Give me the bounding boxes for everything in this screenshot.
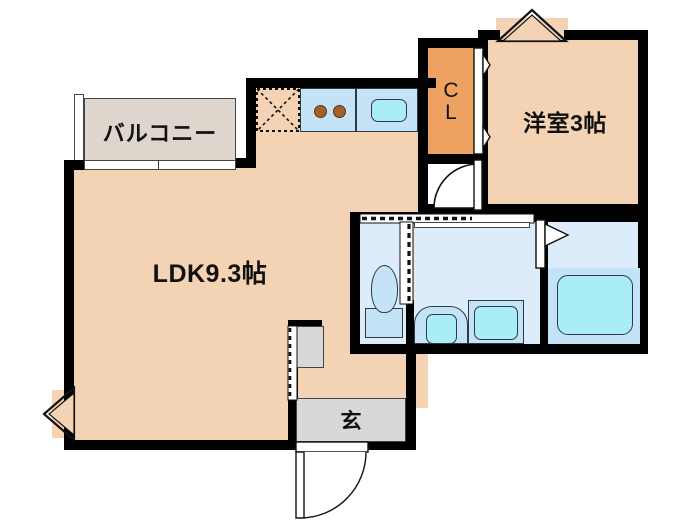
wall-bedroom-top-right <box>564 30 648 40</box>
wall-wet-bottom <box>350 344 648 354</box>
stove-burner-left <box>314 105 327 118</box>
wall-closet-top <box>418 38 488 48</box>
wall-bath-divider-low <box>540 268 548 344</box>
ldk-label: LDK9.3帖 <box>152 260 268 288</box>
wall-ldk-corridor <box>288 398 298 450</box>
bathtub <box>557 275 633 335</box>
bedroom-floor <box>488 38 640 213</box>
wall-closet-bottom <box>418 154 488 164</box>
wall-toilet-divider-low <box>406 300 414 344</box>
wall-wet-left <box>350 212 360 354</box>
wall-top-ldk <box>246 78 436 88</box>
wall-kitchen-left <box>246 78 256 168</box>
entrance-swing-door[interactable] <box>295 441 372 520</box>
bay-window-bedroom <box>492 8 572 43</box>
washroom-door-panel[interactable] <box>414 222 530 228</box>
balcony-door-center-line <box>158 160 160 170</box>
wall-ldk-edge-right <box>418 78 428 98</box>
balcony-floor <box>84 98 236 166</box>
closet-label-c: C <box>443 78 459 102</box>
wall-bedroom-right <box>638 30 648 214</box>
bedroom-label: 洋室3帖 <box>523 110 607 136</box>
wall-corridor-left-top <box>288 320 322 330</box>
closet-folding-doors[interactable] <box>473 47 491 155</box>
wall-closet-left <box>418 38 428 164</box>
shoe-cabinet <box>296 326 324 368</box>
wall-ldk-right <box>418 164 428 214</box>
closet-label-l: L <box>445 101 457 124</box>
bay-window-ldk <box>42 382 76 446</box>
kitchen-sink-basin <box>371 99 407 122</box>
genkan-tile <box>296 398 406 442</box>
genkan-label: 玄 <box>340 410 362 433</box>
closet-floor <box>428 48 474 154</box>
wall-corridor-right <box>406 344 416 450</box>
pillar-hatched <box>256 88 300 132</box>
toilet-bowl <box>371 265 398 313</box>
wall-left-ldk <box>64 160 74 450</box>
wall-bedroom-top-left <box>478 30 500 40</box>
toilet-tank <box>365 308 403 338</box>
wall-bottom-ldk <box>64 440 308 450</box>
wall-ldk-right-2 <box>418 204 478 214</box>
closet-label: C L <box>428 66 474 138</box>
wall-wet-right <box>638 212 648 354</box>
wall-kitchen-left-lower <box>236 158 256 168</box>
washing-machine-drum <box>474 306 518 340</box>
balcony-sliding-door[interactable] <box>84 160 236 170</box>
ldk-corridor-sliding-door[interactable] <box>287 325 298 401</box>
bedroom-swing-door[interactable] <box>430 159 483 212</box>
bath-door[interactable] <box>535 219 572 270</box>
stove <box>300 88 356 132</box>
wall-bedroom-bottom <box>478 204 648 214</box>
washbasin-bowl <box>426 314 457 344</box>
balcony-outer-rail <box>74 94 84 170</box>
toilet-sliding-door[interactable] <box>399 221 414 305</box>
balcony-label: バルコニー <box>102 121 218 146</box>
stove-burner-right <box>333 105 346 118</box>
wall-left-upper <box>64 160 84 170</box>
